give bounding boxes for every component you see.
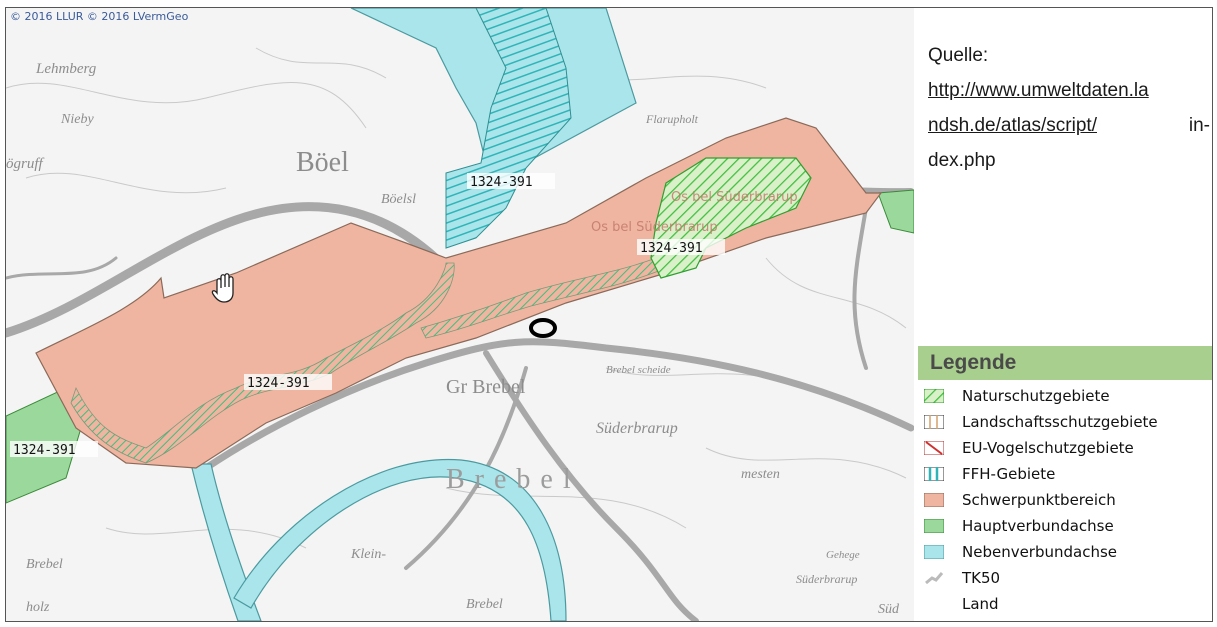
site-label-bg bbox=[244, 374, 332, 390]
source-note: Quelle: http://www.umweltdaten.la ndsh.d… bbox=[928, 38, 1210, 178]
legend-item-label: Landschaftsschutzgebiete bbox=[962, 413, 1158, 431]
place-label-os: Os bel Süderbrarup bbox=[591, 220, 718, 235]
place-label: holz bbox=[26, 600, 50, 615]
place-label: Brebel bbox=[466, 597, 503, 612]
legend-item-label: Naturschutzgebiete bbox=[962, 387, 1110, 405]
place-label: ögruff bbox=[6, 156, 45, 172]
source-url-line2: ndsh.de/atlas/script/ in- bbox=[928, 108, 1210, 143]
ffh-swatch-icon bbox=[924, 467, 944, 481]
legend-item: Naturschutzgebiete bbox=[918, 384, 1212, 410]
legend-item: Nebenverbundachse bbox=[918, 540, 1212, 566]
source-url-line3: dex.php bbox=[928, 150, 996, 171]
place-label: Gehege bbox=[826, 549, 860, 561]
hauptverbundachse-east bbox=[877, 189, 914, 234]
legend-item-label: FFH-Gebiete bbox=[962, 465, 1056, 483]
schwerpunkt-swatch-icon bbox=[924, 493, 944, 507]
nebenverbundachse-loop bbox=[233, 458, 567, 621]
legend-list: Naturschutzgebiete Landschaftsschutzgebi… bbox=[918, 380, 1212, 618]
place-label: Süderbrarup bbox=[796, 572, 857, 586]
place-label: Böelsl bbox=[381, 192, 416, 207]
landschaftsschutz-swatch-icon bbox=[924, 415, 944, 429]
tk50-swatch-icon bbox=[925, 572, 944, 585]
legend-item: TK50 bbox=[918, 566, 1212, 592]
copyright-text: © 2016 LLUR © 2016 LVermGeo bbox=[10, 10, 189, 23]
map-canvas[interactable]: Lehmberg Nieby ögruff Böelsl Flarupholt … bbox=[6, 8, 914, 621]
place-label: mesten bbox=[741, 467, 780, 482]
site-label-bg bbox=[467, 173, 555, 189]
place-label-boel: Böel bbox=[296, 147, 349, 178]
place-label: Flarupholt bbox=[645, 112, 699, 126]
place-label: Lehmberg bbox=[35, 61, 97, 77]
legend-item: Land bbox=[918, 592, 1212, 618]
site-id-label: 1324-391 bbox=[640, 241, 703, 256]
site-id-label: 1324-391 bbox=[247, 376, 310, 391]
place-label: Brebel bbox=[26, 557, 63, 572]
source-url-part[interactable]: ndsh.de/atlas/script/ bbox=[928, 115, 1097, 136]
place-label: Brebel scheide bbox=[606, 364, 671, 376]
legend-item: EU-Vogelschutzgebiete bbox=[918, 436, 1212, 462]
vogelschutz-swatch-icon bbox=[924, 441, 944, 455]
legend-title: Legende bbox=[918, 346, 1212, 380]
source-url-hyphen: in- bbox=[1188, 115, 1210, 136]
site-label-bg bbox=[10, 441, 98, 457]
nebenverbundachse-river bbox=[190, 463, 262, 621]
place-label: Süd bbox=[878, 602, 900, 617]
site-label-bg bbox=[637, 239, 725, 255]
source-url-line1[interactable]: http://www.umweltdaten.la bbox=[928, 80, 1149, 101]
location-marker[interactable] bbox=[529, 318, 557, 338]
landschaftsschutz-strip bbox=[70, 262, 455, 464]
legend-item-label: Nebenverbundachse bbox=[962, 543, 1118, 561]
legend-item: Schwerpunktbereich bbox=[918, 488, 1212, 514]
legend-item-label: Schwerpunktbereich bbox=[962, 491, 1116, 509]
map-figure: Lehmberg Nieby ögruff Böelsl Flarupholt … bbox=[5, 7, 1213, 622]
place-label-os: Os bel Süderbrarup bbox=[671, 190, 798, 205]
map-legend: Legende Naturschutzgebiete Landschaftssc… bbox=[918, 346, 1212, 618]
site-id-label: 1324-391 bbox=[13, 443, 76, 458]
legend-item: Hauptverbundachse bbox=[918, 514, 1212, 540]
legend-item-label: Hauptverbundachse bbox=[962, 517, 1114, 535]
place-label: Nieby bbox=[60, 112, 94, 127]
place-label: Klein- bbox=[350, 547, 386, 562]
source-label: Quelle: bbox=[928, 45, 989, 66]
legend-item-label: Land bbox=[962, 595, 999, 613]
nebenverbund-swatch-icon bbox=[924, 545, 944, 559]
legend-item: FFH-Gebiete bbox=[918, 462, 1212, 488]
legend-item-label: TK50 bbox=[962, 569, 1001, 587]
naturschutz-swatch-icon bbox=[924, 389, 944, 403]
hauptverbund-swatch-icon bbox=[924, 519, 944, 533]
place-label-brebel: Brebel bbox=[446, 464, 581, 495]
hand-cursor-icon bbox=[211, 273, 234, 303]
legend-item: Landschaftsschutzgebiete bbox=[918, 410, 1212, 436]
place-label-grbrebel: Gr Brebel bbox=[446, 376, 526, 398]
place-label: Süderbrarup bbox=[596, 420, 678, 437]
site-id-label: 1324-391 bbox=[470, 175, 533, 190]
legend-item-label: EU-Vogelschutzgebiete bbox=[962, 439, 1134, 457]
